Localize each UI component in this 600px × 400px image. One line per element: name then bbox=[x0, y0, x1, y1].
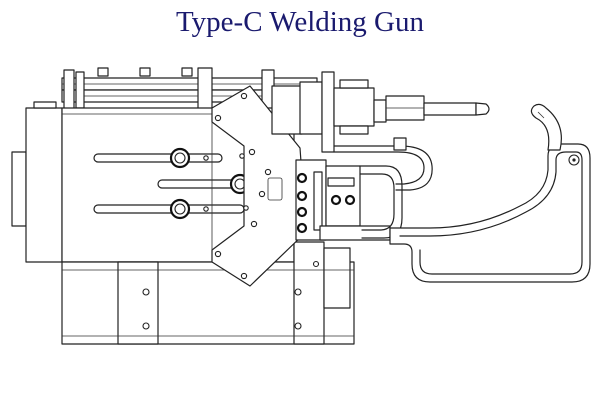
bolt-column bbox=[295, 159, 391, 241]
upper-electrode-holder bbox=[271, 71, 490, 153]
electrode-tip bbox=[530, 103, 562, 151]
c-arm bbox=[389, 143, 591, 283]
hex-mounting-plate bbox=[203, 85, 307, 287]
diagram-title: Type-C Welding Gun bbox=[175, 6, 424, 38]
lower-housing bbox=[61, 241, 355, 345]
